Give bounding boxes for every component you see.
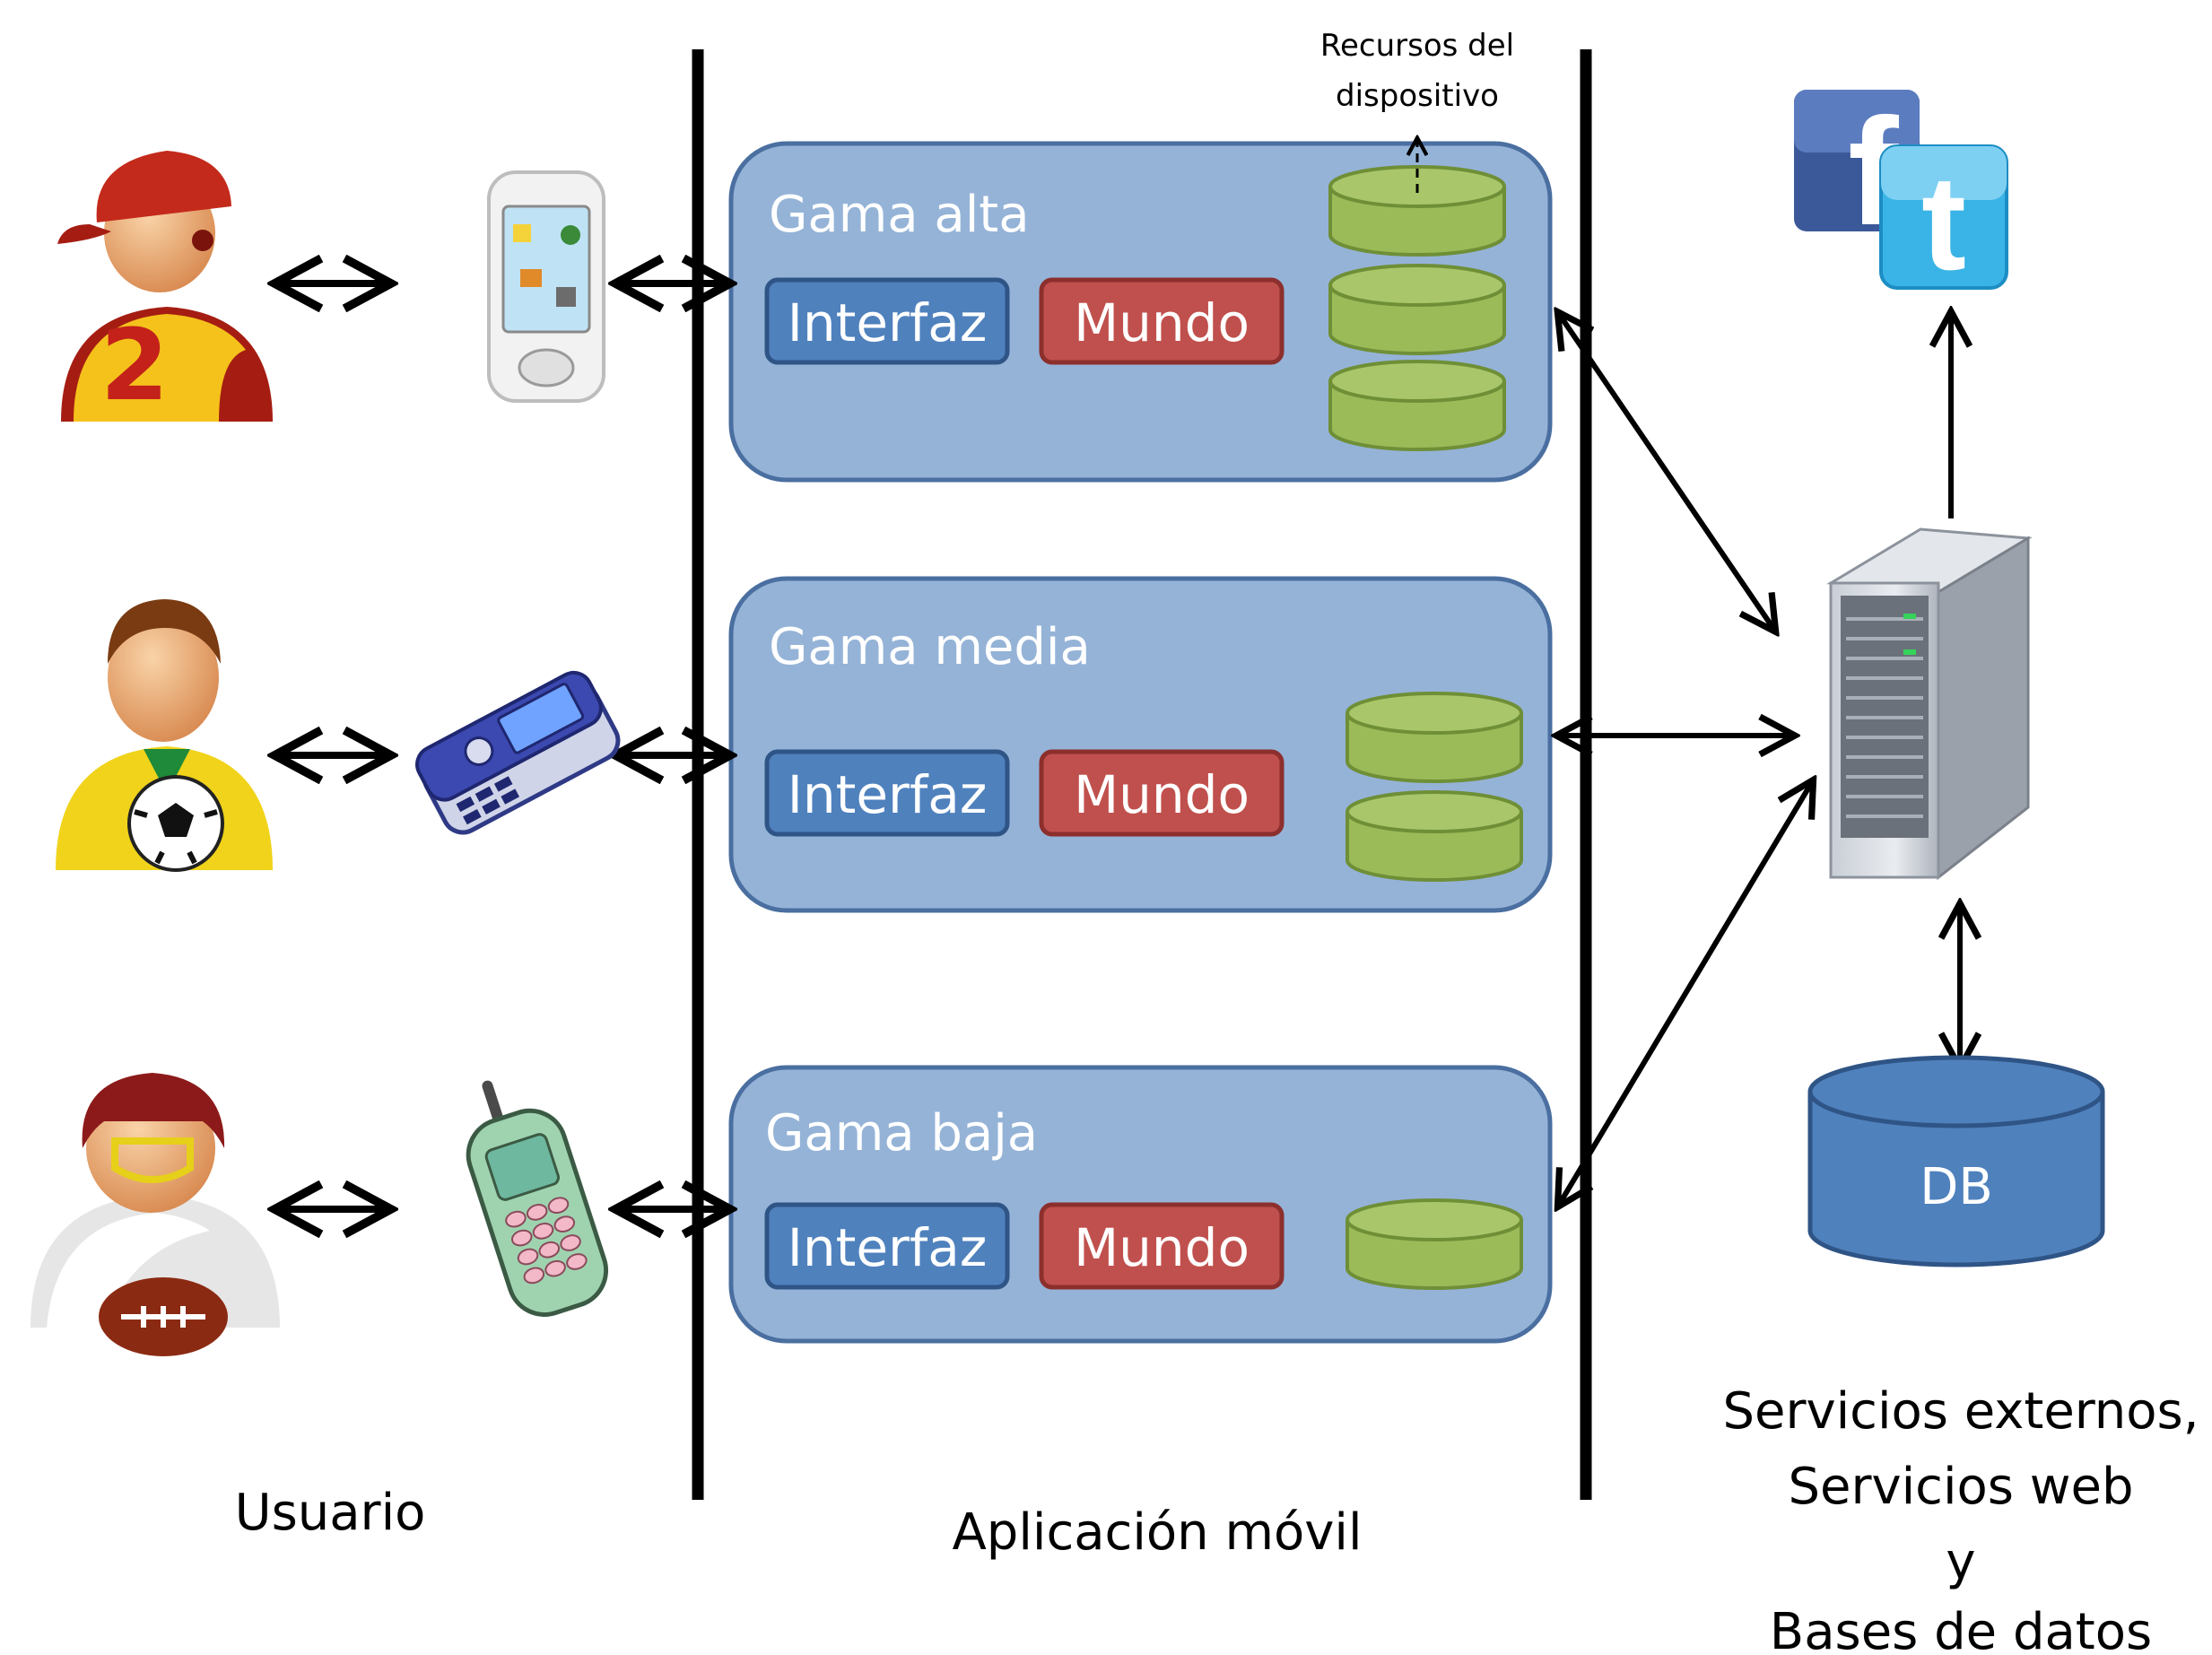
resource-cylinder [1328,165,1506,257]
basic-cellphone-icon [466,1080,609,1317]
smartphone-icon [487,170,605,403]
svg-text:t: t [1921,147,1966,298]
interfaz-box: Interfaz [764,749,1010,837]
mundo-label: Mundo [1074,764,1250,825]
mundo-box: Mundo [1039,277,1285,365]
svg-text:2: 2 [100,308,170,422]
label-usuario: Usuario [235,1484,426,1542]
resource-cylinder [1345,790,1523,882]
label-aplicacion-movil: Aplicación móvil [952,1503,1362,1562]
interfaz-label: Interfaz [788,764,988,825]
tier-title: Gama media [769,618,1091,676]
tier-title: Gama baja [765,1104,1038,1163]
resources-label-line2: dispositivo [1336,78,1499,114]
interfaz-box: Interfaz [764,1202,1010,1290]
interfaz-label: Interfaz [788,292,988,353]
mundo-label: Mundo [1074,292,1250,353]
resource-cylinder [1328,360,1506,451]
tier-panel-gama-alta: Gama alta Interfaz Mundo [728,141,1553,483]
app-server-arrows [1559,314,1812,1205]
mundo-box: Mundo [1039,749,1285,837]
tier-panel-gama-baja: Gama baja Interfaz Mundo [728,1065,1553,1344]
user-soccer-player-icon [56,599,273,872]
interfaz-box: Interfaz [764,277,1010,365]
server-tower-icon [1826,527,2033,881]
resources-label-line1: Recursos del [1320,28,1514,64]
resource-cylinder [1345,1198,1523,1290]
label-servicios-line2: Servicios web [1788,1458,2133,1516]
resource-cylinder [1328,264,1506,355]
user-phone-arrows [278,283,388,1209]
database-cylinder: DB [1807,1055,2105,1267]
tier-panel-gama-media: Gama media Interfaz Mundo [728,576,1553,913]
slider-phone-icon [415,670,621,835]
tier-title: Gama alta [769,186,1030,244]
phone-app-arrows [619,283,727,1209]
mundo-box: Mundo [1039,1202,1285,1290]
label-servicios-line3: y [1946,1533,1975,1591]
label-servicios-line1: Servicios externos, [1722,1382,2199,1441]
db-label: DB [1920,1158,1993,1216]
twitter-icon: t [1879,144,2008,298]
mundo-label: Mundo [1074,1217,1250,1278]
label-servicios-line4: Bases de datos [1770,1603,2152,1655]
user-red-cap-number-2-icon: 2 [57,151,273,422]
interfaz-label: Interfaz [788,1217,988,1278]
user-football-player-icon [30,1073,280,1356]
resource-cylinder [1345,692,1523,783]
